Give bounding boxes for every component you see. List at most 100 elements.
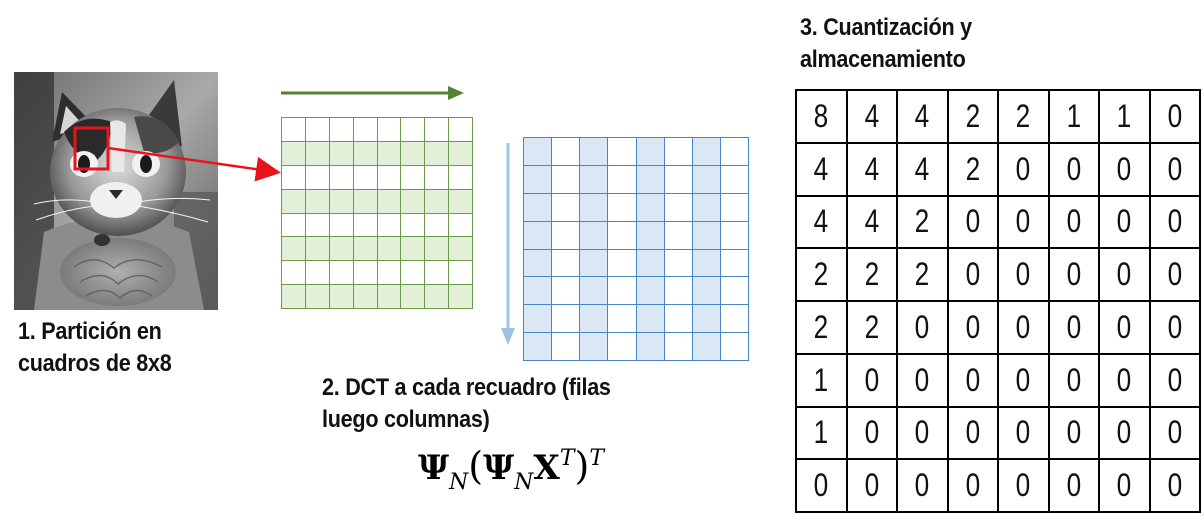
matrix-cell: 0 [1047,405,1100,461]
grid-cell [580,305,609,334]
matrix-value: 0 [1116,414,1132,451]
matrix-cell: 0 [795,458,848,513]
matrix-value: 0 [1167,97,1183,134]
grid-cell [282,189,306,214]
grid-cell [305,213,330,238]
formula-psi-outer: Ψ [418,448,450,488]
matrix-value: 2 [965,97,981,134]
matrix-cell: 0 [845,352,898,408]
grid-cell [664,277,693,306]
grid-cell [524,221,553,250]
matrix-cell: 2 [845,247,898,302]
matrix-cell: 0 [1148,352,1201,408]
grid-cell [425,237,450,262]
matrix-value: 0 [1167,361,1183,398]
grid-cell [664,193,693,222]
matrix-cell: 0 [1148,300,1201,355]
grid-cell [580,277,609,306]
grid-cell [664,138,693,166]
grid-cell [720,249,749,278]
formula-close-paren: ) [574,444,590,488]
matrix-value: 0 [1066,256,1082,293]
formula-sup-t-outer: T [589,446,605,471]
matrix-cell: 0 [997,141,1050,197]
grid-cell [305,118,330,142]
grid-cell [720,277,749,306]
matrix-value: 2 [1015,97,1031,134]
matrix-value: 4 [914,150,930,187]
grid-cell [608,277,637,306]
grid-cell [329,118,354,142]
grid-cell [305,237,330,262]
matrix-value: 2 [965,150,981,187]
grid-cell [692,221,721,250]
grid-cell [353,141,378,166]
grid-cell [636,249,665,278]
matrix-value: 0 [1167,150,1183,187]
matrix-cell: 2 [795,300,848,355]
grid-cell [329,237,354,262]
grid-cell [353,118,378,142]
cat-photo [14,72,218,310]
matrix-value: 0 [965,308,981,345]
matrix-cell: 0 [1047,352,1100,408]
matrix-value: 1 [813,361,829,398]
matrix-value: 4 [914,97,930,134]
grid-cell [552,305,581,334]
grid-cell [282,213,306,238]
grid-cell [282,285,306,309]
matrix-cell: 4 [845,89,898,144]
grid-cell [377,213,402,238]
matrix-cell: 0 [1148,247,1201,302]
formula-psi-inner: Ψ [483,448,515,488]
step1-caption: 1. Partición en cuadros de 8x8 [18,316,225,380]
matrix-cell: 0 [1098,300,1151,355]
matrix-cell: 0 [1098,405,1151,461]
matrix-cell: 4 [795,194,848,250]
grid-cell [720,221,749,250]
grid-cell [305,261,330,286]
grid-cell [720,305,749,334]
row-arrowhead [448,86,464,100]
matrix-cell: 1 [795,405,848,461]
matrix-cell: 0 [946,300,999,355]
grid-cell [353,189,378,214]
grid-cell [377,261,402,286]
matrix-value: 0 [1066,361,1082,398]
matrix-value: 0 [1116,256,1132,293]
grid-cell [282,237,306,262]
matrix-cell: 1 [1098,89,1151,144]
grid-cell [552,277,581,306]
grid-cell [401,165,426,190]
grid-cell [449,261,473,286]
matrix-value: 4 [864,150,880,187]
grid-cell [449,118,473,142]
grid-cell [636,138,665,166]
grid-cell [552,193,581,222]
grid-cell [524,305,553,334]
grid-cell [449,237,473,262]
matrix-cell: 0 [946,352,999,408]
matrix-value: 8 [813,97,829,134]
matrix-cell: 0 [1148,458,1201,513]
matrix-cell: 0 [997,405,1050,461]
grid-cell [692,193,721,222]
matrix-value: 0 [914,414,930,451]
matrix-value: 1 [1066,97,1082,134]
grid-cell [524,138,553,166]
grid-cell [636,305,665,334]
matrix-value: 1 [813,414,829,451]
column-arrowhead [501,328,515,345]
matrix-value: 4 [813,150,829,187]
matrix-value: 0 [1167,203,1183,240]
grid-cell [425,165,450,190]
grid-cell [305,285,330,309]
step3-caption-line2: almacenamiento [800,46,966,73]
grid-cell [636,333,665,361]
matrix-value: 4 [864,97,880,134]
